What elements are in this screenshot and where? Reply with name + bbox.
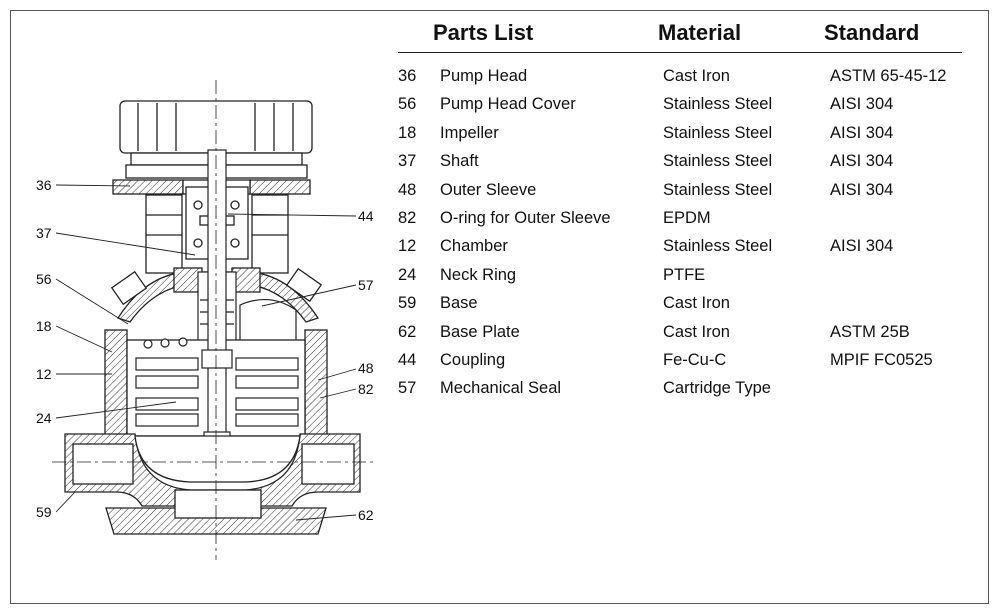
support-columns [145,194,289,274]
table-row: 37 Shaft Stainless Steel AISI 304 [398,144,962,172]
table-row: 62 Base Plate Cast Iron ASTM 25B [398,315,962,343]
part-material: Fe-Cu-C [663,350,727,369]
part-standard: AISI 304 [830,95,894,114]
part-name: Pump Head [440,67,528,85]
part-number: 18 [398,123,417,142]
center-lines [52,80,376,560]
part-material: Stainless Steel [663,152,773,171]
part-standard: AISI 304 [830,152,894,171]
part-number: 37 [398,152,417,171]
table-row: 24 Neck Ring PTFE [398,258,962,286]
part-number: 36 [398,67,417,85]
header-material: Material [658,20,742,45]
table-row: 12 Chamber Stainless Steel AISI 304 [398,229,962,257]
part-material: Stainless Steel [663,95,773,114]
part-material: PTFE [663,265,706,284]
pump-head-cover [110,267,323,323]
part-name: Base [440,294,478,313]
part-name: Outer Sleeve [440,180,537,199]
part-name: Base Plate [440,322,520,341]
table-row: 18 Impeller Stainless Steel AISI 304 [398,116,962,144]
table-row: 44 Coupling Fe-Cu-C MPIF FC0525 [398,343,962,371]
part-name: Impeller [440,123,499,142]
part-name: Mechanical Seal [440,379,562,398]
callout-18: 18 [36,318,52,334]
callout-36: 36 [36,177,52,193]
part-standard: AISI 304 [830,180,894,199]
part-name: Coupling [440,350,506,369]
callout-24: 24 [36,410,52,426]
callout-82: 82 [358,381,374,397]
base [64,433,361,507]
part-name: Pump Head Cover [440,95,576,114]
callout-12: 12 [36,366,52,382]
header-standard: Standard [824,20,920,45]
part-number: 57 [398,379,417,398]
part-name: O-ring for Outer Sleeve [440,208,611,227]
part-number: 44 [398,350,417,369]
part-material: EPDM [663,208,711,227]
callout-57: 57 [358,277,374,293]
part-standard: MPIF FC0525 [830,350,933,369]
part-material: Cast Iron [663,67,730,85]
part-material: Cast Iron [663,322,730,341]
part-standard: AISI 304 [830,123,894,142]
callout-37: 37 [36,225,52,241]
callout-62: 62 [358,507,374,523]
callout-56: 56 [36,271,52,287]
callout-labels: 36 37 56 18 12 24 59 44 57 48 82 62 [36,177,374,523]
part-standard: ASTM 25B [830,322,910,341]
base-plate [105,489,327,535]
header-parts-list: Parts List [433,20,534,45]
table-row: 48 Outer Sleeve Stainless Steel AISI 304 [398,173,962,201]
part-number: 82 [398,208,417,227]
table-row: 56 Pump Head Cover Stainless Steel AISI 304 [398,87,962,115]
part-number: 56 [398,95,417,114]
part-number: 62 [398,322,417,341]
part-material: Stainless Steel [663,237,773,256]
part-standard: AISI 304 [830,237,894,256]
table-row: 59 Base Cast Iron [398,286,962,314]
part-standard: ASTM 65-45-12 [830,67,947,85]
part-number: 59 [398,294,417,313]
callout-59: 59 [36,504,52,520]
part-number: 12 [398,237,417,256]
part-number: 24 [398,265,417,284]
callout-48: 48 [358,360,374,376]
part-number: 48 [398,180,417,199]
part-name: Shaft [440,152,479,171]
leader-lines [55,184,357,521]
callout-44: 44 [358,208,374,224]
table-row: 36 Pump Head Cast Iron ASTM 65-45-12 [398,59,962,87]
part-material: Cartridge Type [663,379,771,398]
part-material: Stainless Steel [663,123,773,142]
impellers [135,337,299,427]
part-material: Stainless Steel [663,180,773,199]
table-row: 57 Mechanical Seal Cartridge Type [398,371,962,399]
table-row: 82 O-ring for Outer Sleeve EPDM [398,201,962,229]
part-material: Cast Iron [663,294,730,313]
parts-table-header: Parts List Material Standard [398,14,962,53]
part-name: Neck Ring [440,265,517,284]
part-name: Chamber [440,237,508,256]
